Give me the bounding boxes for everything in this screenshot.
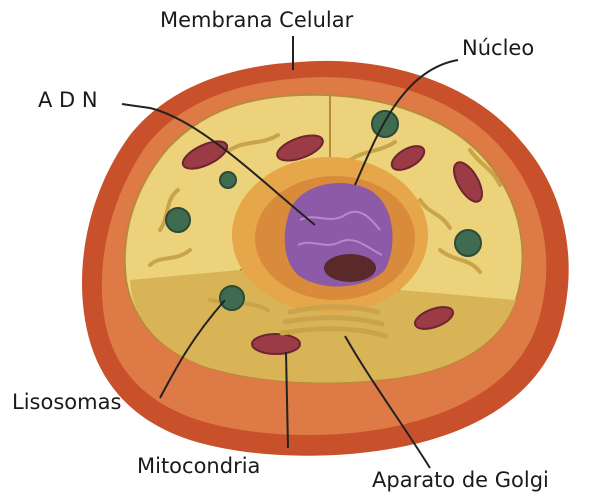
nucleolus: [324, 254, 376, 282]
label-lisosomas: Lisosomas: [12, 392, 121, 413]
label-adn: A D N: [38, 90, 98, 111]
label-aparato-de-golgi: Aparato de Golgi: [372, 470, 549, 491]
label-mitocondria: Mitocondria: [137, 456, 260, 477]
label-nucleo: Núcleo: [462, 38, 534, 59]
label-membrana-celular: Membrana Celular: [160, 10, 353, 31]
